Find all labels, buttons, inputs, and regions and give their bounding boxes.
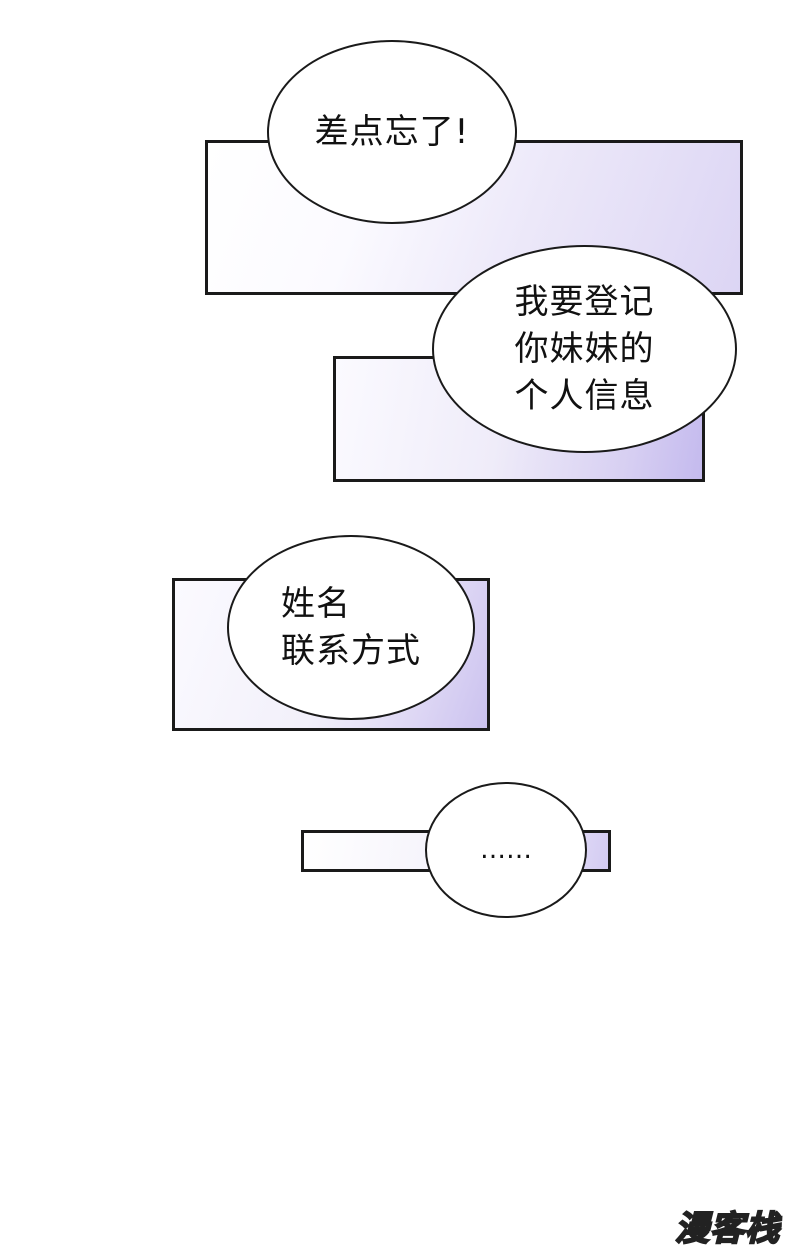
speech-bubble-4: …… bbox=[425, 782, 587, 918]
speech-line: 我要登记 bbox=[514, 281, 655, 322]
watermark-logo: 漫客栈 bbox=[674, 1208, 780, 1250]
speech-bubble-2: 我要登记 你妹妹的 个人信息 bbox=[432, 245, 737, 453]
speech-text-3: 姓名 联系方式 bbox=[281, 581, 421, 675]
speech-line: 你妹妹的 bbox=[514, 328, 655, 369]
speech-line: 个人信息 bbox=[514, 375, 655, 416]
speech-line: 姓名 bbox=[281, 583, 351, 624]
speech-line: 联系方式 bbox=[281, 630, 421, 671]
speech-line: 差点忘了! bbox=[314, 111, 470, 152]
speech-text-4: …… bbox=[480, 827, 532, 874]
speech-bubble-1: 差点忘了! bbox=[267, 40, 517, 224]
speech-line: …… bbox=[480, 834, 532, 865]
speech-text-1: 差点忘了! bbox=[315, 109, 470, 156]
speech-bubble-3: 姓名 联系方式 bbox=[227, 535, 475, 720]
speech-text-2: 我要登记 你妹妹的 个人信息 bbox=[515, 279, 655, 420]
